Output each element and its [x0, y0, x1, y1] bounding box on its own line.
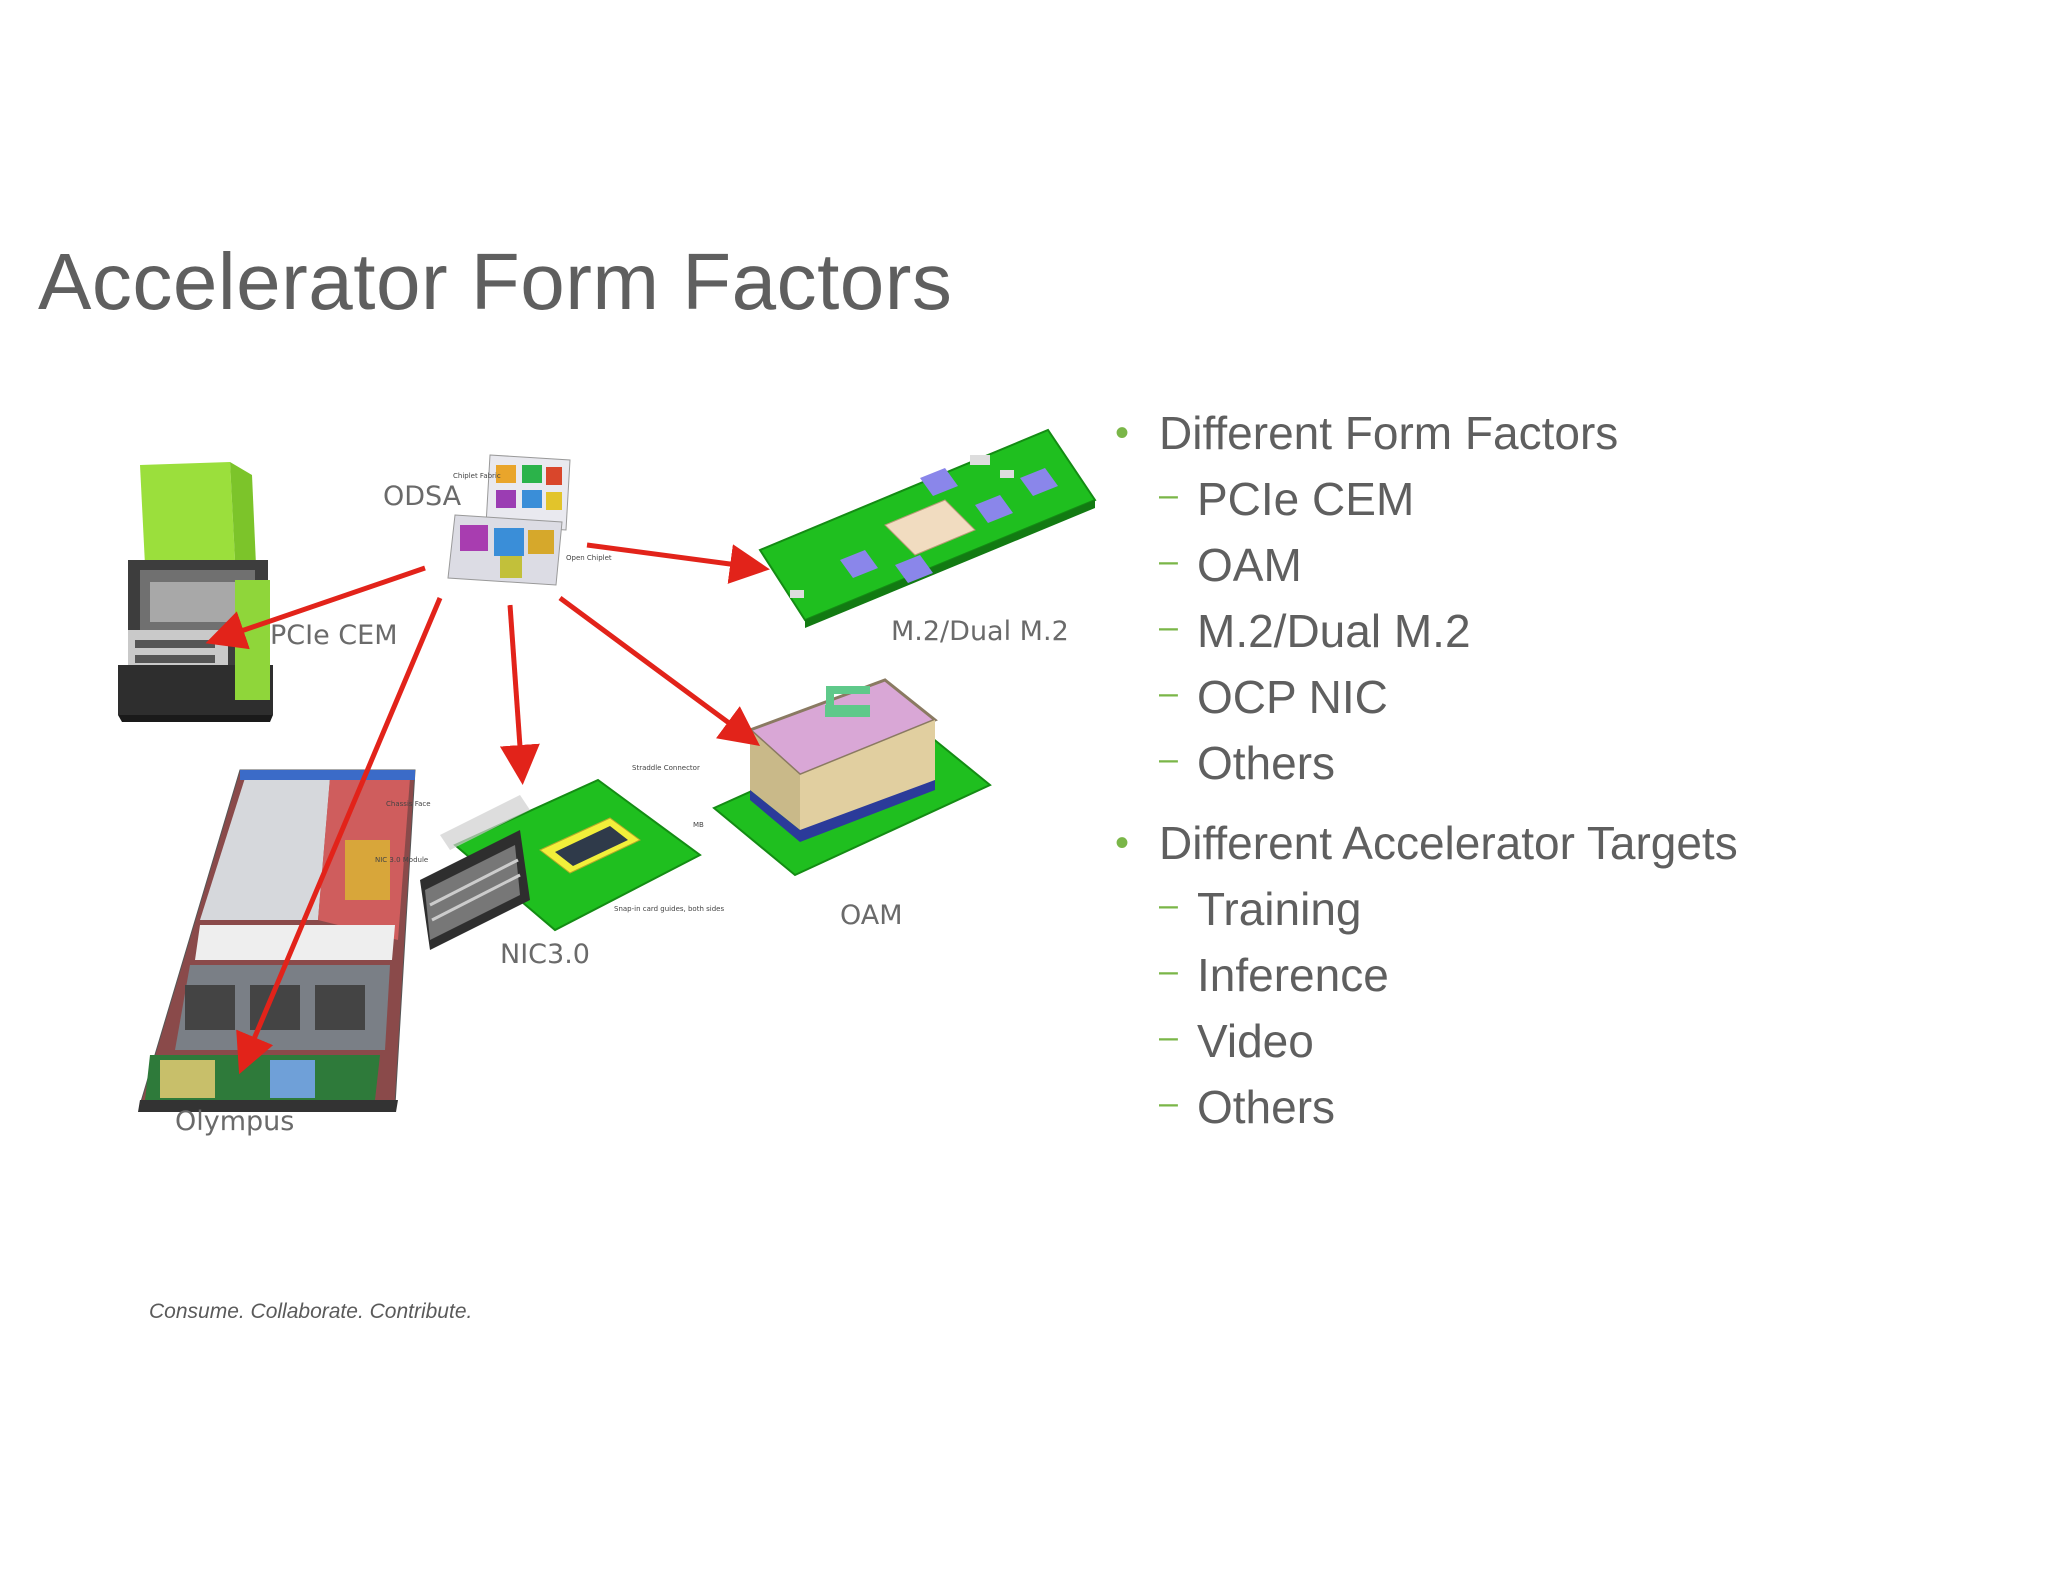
connection-arrows [205, 542, 770, 1075]
snap-callout: Snap-in card guides, both sides [614, 905, 724, 913]
label-m2: M.2/Dual M.2 [891, 616, 1069, 647]
label-pcie-cem: PCIe CEM [270, 620, 398, 651]
mb-callout: MB [693, 821, 704, 829]
sub-item: –OCP NIC [1159, 671, 1388, 723]
module-callout: NIC 3.0 Module [375, 856, 428, 864]
bullet-form-factors: •Different Form Factors [1115, 407, 1619, 459]
sub-item: –Others [1159, 737, 1336, 789]
arrow-to-m2 [586, 542, 770, 584]
sub-item: –M.2/Dual M.2 [1159, 605, 1471, 657]
sub-item: –Others [1159, 1081, 1336, 1133]
sub-item: –OAM [1159, 539, 1302, 591]
slide-title: Accelerator Form Factors [38, 237, 953, 326]
arrow-to-oam [558, 595, 761, 746]
straddle-callout: Straddle Connector [632, 764, 700, 772]
footer-tagline: Consume. Collaborate. Contribute. [149, 1300, 473, 1323]
odsa-image: Chiplet Fabric Open Chiplet [447, 454, 612, 586]
arrow-to-nic [499, 604, 540, 785]
olympus-image [138, 769, 416, 1112]
label-oam: OAM [840, 900, 903, 931]
sub-item: –Video [1159, 1015, 1314, 1067]
bullet-list: •Different Form Factors –PCIe CEM –OAM –… [1115, 400, 1995, 1140]
nic-image [420, 778, 702, 950]
sub-item: –PCIe CEM [1159, 473, 1415, 525]
arrow-to-pcie [205, 565, 426, 650]
label-odsa: ODSA [383, 481, 462, 512]
label-olympus: Olympus [175, 1106, 294, 1137]
oam-image [712, 678, 992, 877]
sub-item: –Training [1159, 883, 1362, 935]
bullet-accelerator-targets: •Different Accelerator Targets [1115, 817, 1738, 869]
pcie-cem-image [118, 462, 273, 722]
label-nic: NIC3.0 [500, 939, 590, 970]
svg-text:Open Chiplet: Open Chiplet [566, 554, 612, 562]
arrow-to-olympus [236, 597, 443, 1075]
svg-text:Chiplet Fabric: Chiplet Fabric [453, 472, 501, 480]
m2-image [758, 428, 1097, 628]
sub-item: –Inference [1159, 949, 1389, 1001]
chassis-callout: Chassis Face [386, 800, 431, 808]
